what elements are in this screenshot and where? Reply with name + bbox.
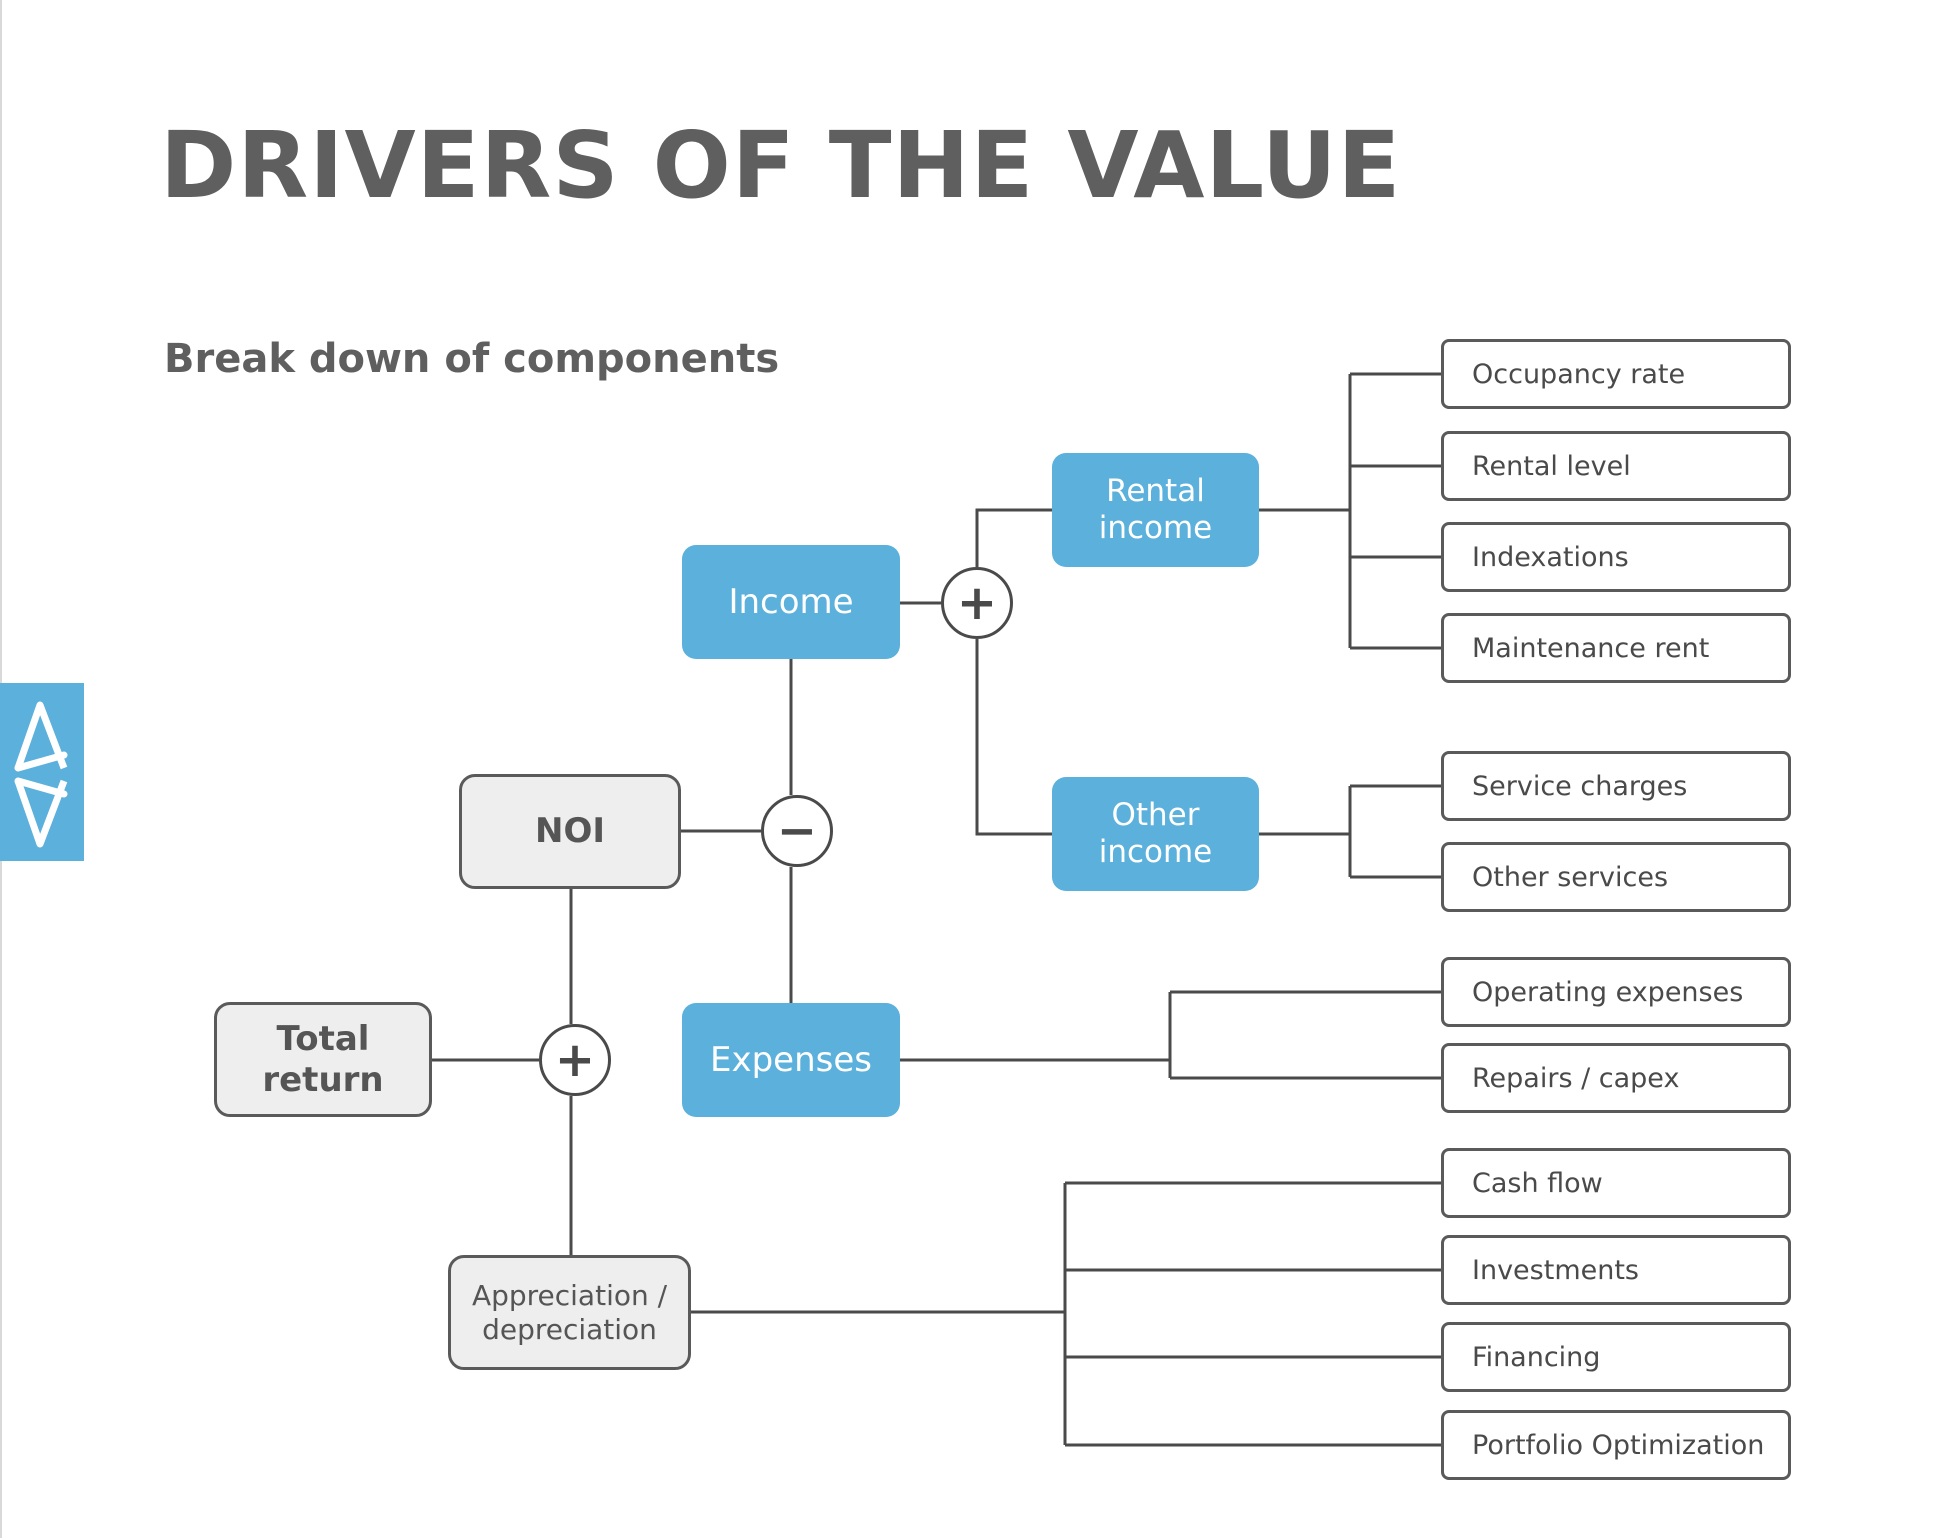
leaf-other-services: Other services bbox=[1441, 842, 1791, 912]
aa-monogram-icon bbox=[14, 701, 68, 848]
total-return-node: Total return bbox=[214, 1002, 432, 1117]
leaf-maintenance-rent: Maintenance rent bbox=[1441, 613, 1791, 683]
leaf-investments: Investments bbox=[1441, 1235, 1791, 1305]
leaf-financing: Financing bbox=[1441, 1322, 1791, 1392]
leaf-occupancy-rate: Occupancy rate bbox=[1441, 339, 1791, 409]
noi-node: NOI bbox=[459, 774, 681, 889]
page-title: DRIVERS OF THE VALUE bbox=[160, 112, 1402, 219]
leaf-rental-level: Rental level bbox=[1441, 431, 1791, 501]
leaf-service-charges: Service charges bbox=[1441, 751, 1791, 821]
leaf-cash-flow: Cash flow bbox=[1441, 1148, 1791, 1218]
leaf-operating-expenses: Operating expenses bbox=[1441, 957, 1791, 1027]
leaf-repairs-capex: Repairs / capex bbox=[1441, 1043, 1791, 1113]
income-node: Income bbox=[682, 545, 900, 659]
plus-operator-income: + bbox=[941, 567, 1013, 639]
leaf-indexations: Indexations bbox=[1441, 522, 1791, 592]
logo-tab bbox=[0, 683, 84, 861]
leaf-portfolio-optimization: Portfolio Optimization bbox=[1441, 1410, 1791, 1480]
rental-income-node: Rental income bbox=[1052, 453, 1259, 567]
plus-operator-total: + bbox=[539, 1024, 611, 1096]
expenses-node: Expenses bbox=[682, 1003, 900, 1117]
page-subtitle: Break down of components bbox=[164, 336, 780, 382]
other-income-node: Other income bbox=[1052, 777, 1259, 891]
appreciation-node: Appreciation / depreciation bbox=[448, 1255, 691, 1370]
minus-operator-noi: − bbox=[761, 795, 833, 867]
